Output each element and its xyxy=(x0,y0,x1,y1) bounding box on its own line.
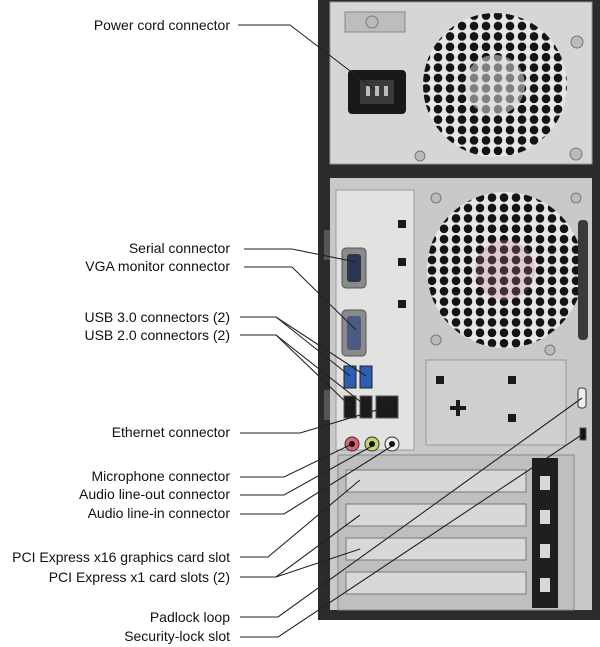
pcie-slot-covers xyxy=(345,469,527,595)
label-vga-monitor-connector: VGA monitor connector xyxy=(85,258,230,274)
screw-icon xyxy=(414,150,426,162)
screw-icon xyxy=(430,334,442,346)
label-pcie-x1-slots: PCI Express x1 card slots (2) xyxy=(48,569,230,585)
label-usb3-connectors: USB 3.0 connectors (2) xyxy=(84,309,230,325)
screw-icon xyxy=(544,344,556,356)
screw-icon xyxy=(365,15,379,29)
label-audio-line-out-connector: Audio line-out connector xyxy=(79,486,230,502)
label-pcie-x16-slot: PCI Express x16 graphics card slot xyxy=(12,549,230,565)
label-microphone-connector: Microphone connector xyxy=(91,468,230,484)
label-padlock-loop: Padlock loop xyxy=(149,609,230,625)
screw-icon xyxy=(570,192,582,204)
label-serial-connector: Serial connector xyxy=(128,240,230,256)
screw-icon xyxy=(570,35,584,49)
label-power-cord-connector: Power cord connector xyxy=(93,17,230,33)
system-fan-grille xyxy=(427,192,583,348)
screw-icon xyxy=(430,192,442,204)
usb3-port xyxy=(359,365,373,389)
label-ethernet-connector: Ethernet connector xyxy=(111,424,230,440)
usb2-port xyxy=(343,395,357,419)
usb3-port xyxy=(343,365,357,389)
leader-lines xyxy=(238,24,584,638)
screw-icon xyxy=(569,147,583,161)
label-security-lock-slot: Security-lock slot xyxy=(124,628,230,644)
label-usb2-connectors: USB 2.0 connectors (2) xyxy=(84,327,230,343)
label-audio-line-in-connector: Audio line-in connector xyxy=(87,505,230,521)
